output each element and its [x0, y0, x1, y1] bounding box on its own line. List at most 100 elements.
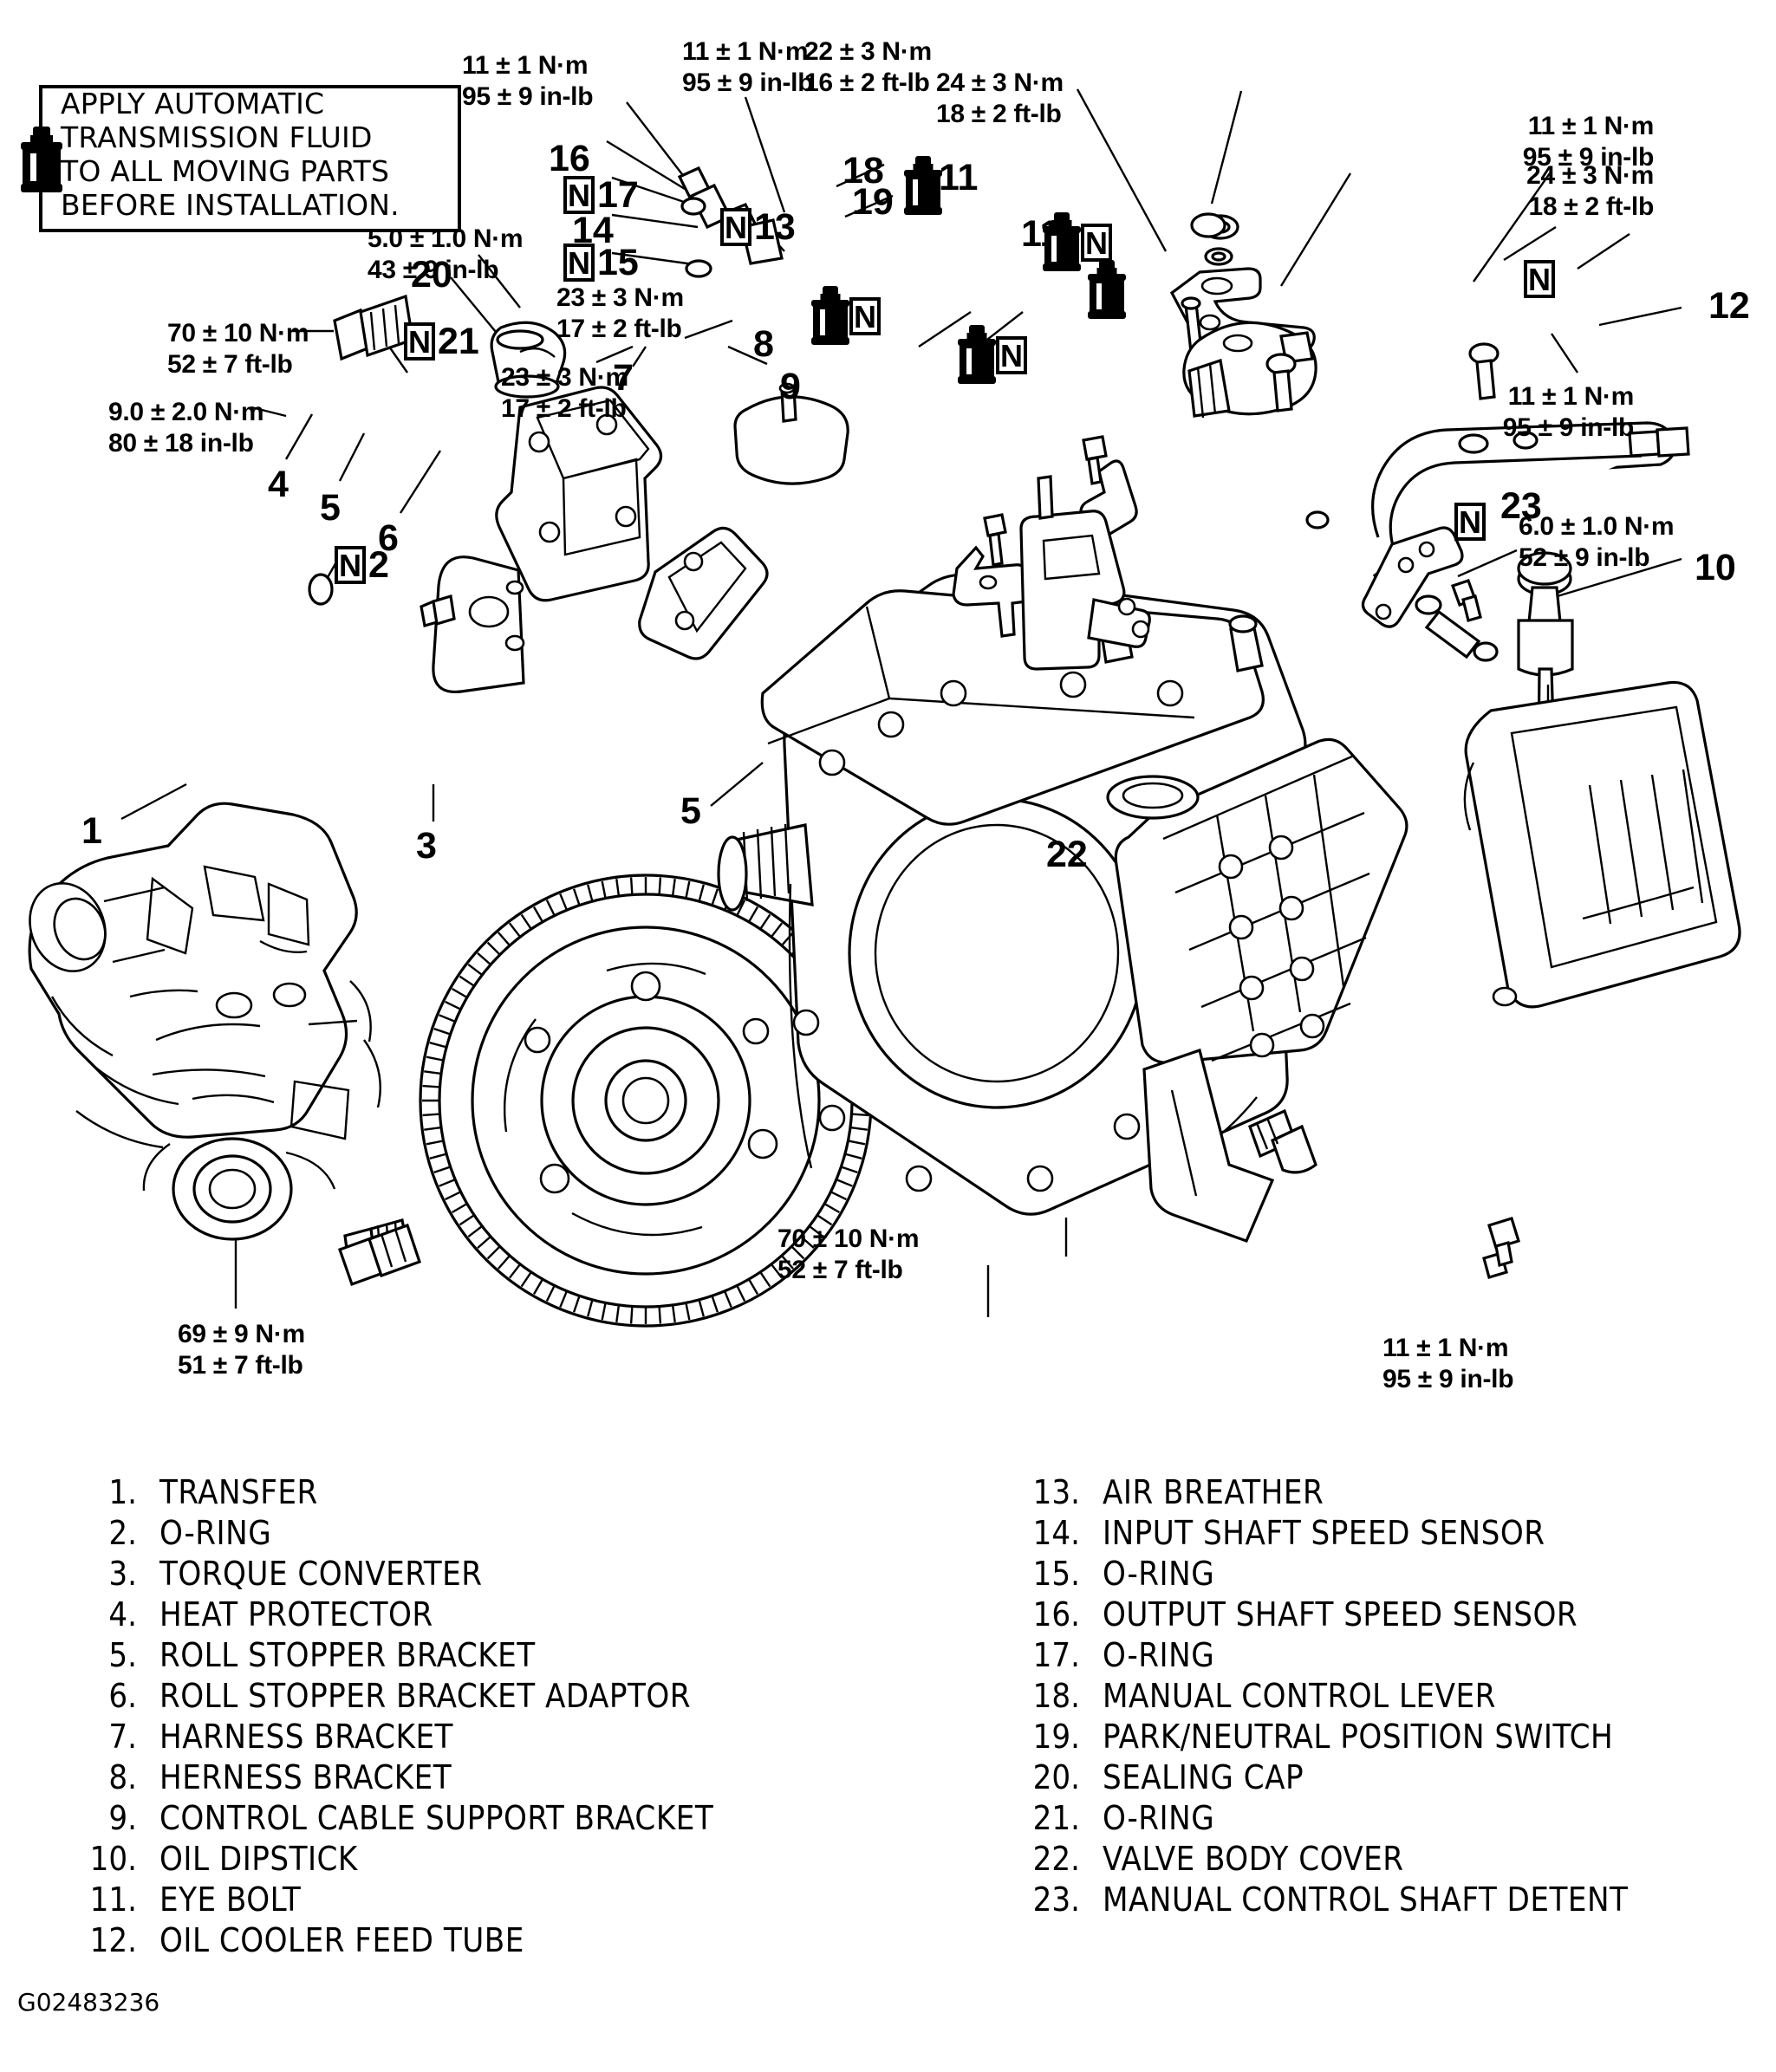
torque-metric: 5.0 ± 1.0 N·m — [368, 224, 524, 253]
torque-metric: 11 ± 1 N·m — [1382, 1334, 1509, 1362]
parts-list-name: O-RING — [159, 1514, 272, 1552]
item-number-label: 8 — [753, 323, 774, 365]
transfer-bolt-part — [337, 1223, 422, 1287]
item-callout-19: 19 — [852, 184, 894, 221]
parts-list-number: 6. — [108, 1677, 137, 1715]
torque-imperial: 43 ± 9 in-lb — [368, 256, 499, 284]
item-callout-4: 4 — [268, 466, 289, 503]
parts-list-number: 5. — [108, 1636, 137, 1674]
item-callout-10: 10 — [1695, 549, 1736, 587]
item-number-label: 12 — [1708, 285, 1750, 327]
torque-metric: 70 ± 10 N·m — [167, 319, 309, 347]
harness-bracket-7-part — [952, 545, 1036, 638]
torque-imperial: 52 ± 7 ft-lb — [167, 350, 293, 379]
parts-list-item: 11.EYE BOLT — [62, 1880, 713, 1921]
parts-list-item: 3.TORQUE CONVERTER — [62, 1555, 713, 1595]
oil-bottle-icon — [958, 325, 996, 386]
parts-list-item: 19.PARK/NEUTRAL POSITION SWITCH — [1005, 1718, 1628, 1758]
parts-list-name: CONTROL CABLE SUPPORT BRACKET — [159, 1799, 714, 1837]
item-number-label: 11 — [939, 157, 979, 198]
n-marker-icon: N — [849, 297, 881, 335]
item-callout-5: 5 — [320, 490, 341, 527]
parts-list-item: 23. MANUAL CONTROL SHAFT DETENT — [1005, 1880, 1628, 1921]
parts-list-item: 8. HERNESS BRACKET — [62, 1758, 713, 1799]
torque-metric: 22 ± 3 N·m — [804, 37, 932, 66]
parts-list-name: MANUAL CONTROL SHAFT DETENT — [1103, 1880, 1629, 1919]
parts-list-item: 14. INPUT SHAFT SPEED SENSOR — [1005, 1514, 1628, 1555]
exploded-diagram-artwork — [28, 88, 1741, 1328]
item-number-label: 9 — [780, 366, 801, 407]
figure-id-label: G02483236 — [17, 1988, 160, 2017]
manual-control-shaft-detent-part — [1361, 526, 1464, 628]
parts-list-number: 8. — [108, 1758, 137, 1796]
parts-list-number: 12. — [89, 1921, 137, 1959]
parts-list-item: 9. CONTROL CABLE SUPPORT BRACKET — [62, 1799, 713, 1840]
item-callout-16: 16 — [549, 140, 590, 178]
parts-list-number: 1. — [108, 1473, 137, 1511]
item-number-label: 17 — [597, 173, 639, 216]
item-number-label: 7 — [613, 357, 634, 399]
item-number-label: 21 — [438, 320, 479, 362]
item-number-label: 2 — [368, 543, 389, 586]
parts-list-name: OIL COOLER FEED TUBE — [159, 1921, 524, 1959]
parts-list-name: O-RING — [1103, 1799, 1215, 1837]
o-ring-15-part — [685, 259, 712, 278]
parts-list-number: 4. — [108, 1595, 137, 1634]
parts-list-name: HERNESS BRACKET — [159, 1758, 452, 1796]
note-line-2: TRANSMISSION FLUID — [61, 120, 373, 154]
heat-protector-screw-part — [420, 594, 456, 628]
note-line-3: TO ALL MOVING PARTS — [61, 154, 390, 188]
torque-converter-part — [419, 874, 873, 1328]
torque-imperial: 18 ± 2 ft-lb — [1528, 192, 1654, 221]
parts-list-item: 10.OIL DIPSTICK — [62, 1840, 713, 1880]
atf-marker-ob1 — [904, 156, 942, 217]
n-marker-icon: N — [335, 546, 366, 584]
torque-imperial: 95 ± 9 in-lb — [462, 82, 594, 111]
item-number-label: 23 — [1500, 485, 1542, 527]
oil-bottle-icon — [1088, 260, 1126, 321]
parts-list-number: 15. — [1032, 1555, 1080, 1593]
parts-list-name: HARNESS BRACKET — [159, 1718, 453, 1756]
atf-marker-ob5: N — [958, 325, 1027, 386]
atf-marker-ob4: N — [811, 286, 881, 347]
parts-list-name: PARK/NEUTRAL POSITION SWITCH — [1103, 1718, 1614, 1756]
parts-list-name: MANUAL CONTROL LEVER — [1103, 1677, 1496, 1715]
parts-list-number: 21. — [1032, 1799, 1080, 1837]
parts-list-number: 14. — [1032, 1514, 1080, 1552]
torque-imperial: 17 ± 2 ft-lb — [501, 394, 627, 423]
torque-metric: 6.0 ± 1.0 N·m — [1519, 512, 1675, 541]
item-number-label: 13 — [754, 205, 796, 248]
item-number-label: 5 — [680, 790, 701, 832]
parts-list-number: 23. — [1032, 1880, 1080, 1919]
o-ring-21-part — [496, 329, 544, 350]
torque-imperial: 16 ± 2 ft-lb — [804, 68, 930, 97]
parts-list-number: 11. — [89, 1880, 137, 1919]
parts-list-name: OUTPUT SHAFT SPEED SENSOR — [1103, 1595, 1578, 1634]
valve-cover-bolt-part — [1487, 1217, 1520, 1268]
torque-metric: 9.0 ± 2.0 N·m — [108, 398, 264, 426]
atf-marker-ob2: N — [1043, 212, 1112, 273]
parts-list-item: 18.MANUAL CONTROL LEVER — [1005, 1677, 1628, 1718]
parts-list-number: 13. — [1032, 1473, 1080, 1511]
item-callout-22: 22 — [1046, 836, 1088, 874]
torque-imperial: 52 ± 7 ft-lb — [777, 1256, 903, 1284]
parts-list-item: 21. O-RING — [1005, 1799, 1628, 1840]
parts-list-number: 9. — [108, 1799, 137, 1837]
torque-metric: 23 ± 3 N·m — [501, 363, 628, 392]
parts-list-name: INPUT SHAFT SPEED SENSOR — [1103, 1514, 1545, 1552]
torque-metric: 11 ± 1 N·m — [462, 51, 589, 80]
item-number-label: 19 — [852, 181, 894, 223]
parts-list-number: 22. — [1032, 1840, 1080, 1878]
n-marker-icon: N — [1081, 224, 1112, 262]
parts-list-number: 10. — [89, 1840, 137, 1878]
parts-list-item: 6.ROLL STOPPER BRACKET ADAPTOR — [62, 1677, 713, 1718]
